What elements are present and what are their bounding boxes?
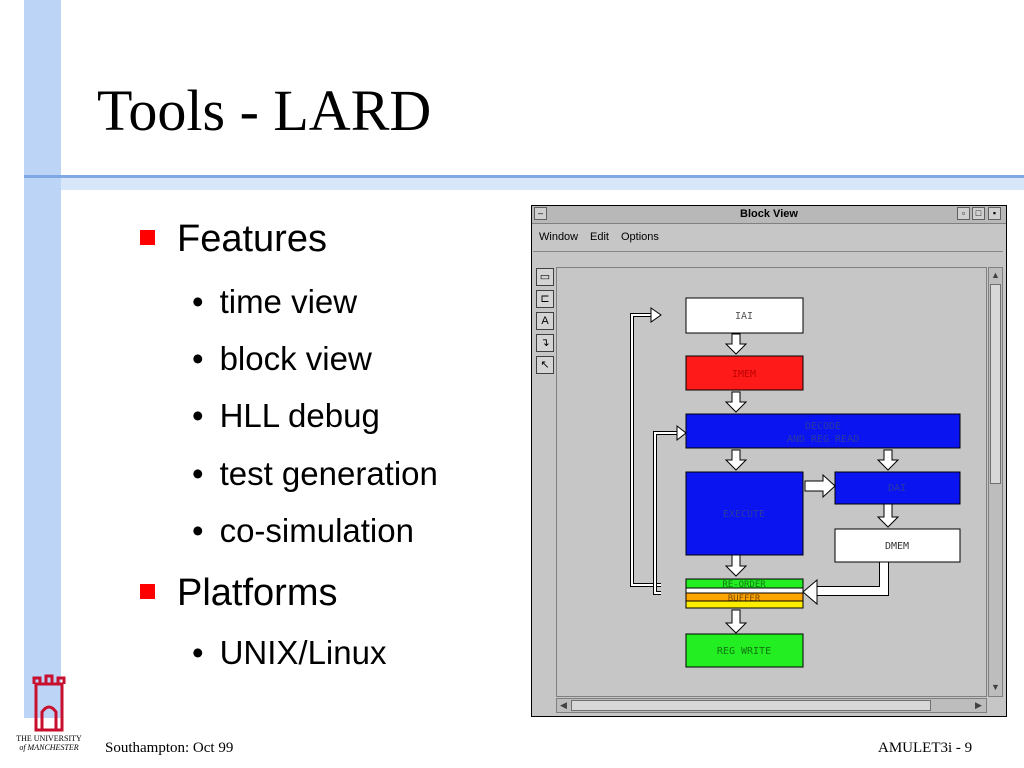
maximize-icon[interactable]: □	[972, 207, 985, 220]
arrow-decode-execute	[724, 449, 748, 471]
menu-bar: Window Edit Options	[533, 225, 1003, 252]
list-item: • time view	[192, 283, 357, 321]
bullet-dot-icon: •	[192, 512, 204, 549]
block-imem[interactable]	[685, 355, 804, 391]
university-crest-icon	[32, 674, 66, 732]
slide-title: Tools - LARD	[97, 78, 432, 143]
crest-tower	[34, 682, 64, 732]
crest-arch	[40, 705, 58, 730]
scroll-up-icon[interactable]: ▲	[991, 270, 1000, 280]
pointer-tool-icon[interactable]: ↖	[536, 356, 554, 374]
bullet-dot-icon: •	[192, 634, 204, 671]
route-tool-icon[interactable]: ↴	[536, 334, 554, 352]
horizontal-scrollbar[interactable]: ◀ ▶	[556, 698, 987, 713]
list-item: • HLL debug	[192, 397, 380, 435]
connect-tool-icon[interactable]: ⊏	[536, 290, 554, 308]
arrow-execute-dai	[804, 473, 836, 499]
arrow-into-decode	[676, 424, 687, 442]
rect-tool-icon[interactable]: ▭	[536, 268, 554, 286]
feedback-wire-inner	[653, 431, 681, 595]
scroll-right-icon[interactable]: ▶	[975, 700, 982, 710]
scroll-down-icon[interactable]: ▼	[991, 682, 1000, 692]
block-buffer-label: BUFFER	[728, 594, 761, 604]
feedback-wire-outer	[631, 314, 661, 586]
block-dai-label: DAI	[888, 483, 906, 494]
block-dmem[interactable]	[834, 528, 961, 563]
arrow-decode-dai	[876, 449, 900, 471]
block-imem-label: IMEM	[732, 369, 756, 380]
block-decode-label-2: AND REG READ	[787, 434, 859, 445]
menu-options[interactable]: Options	[621, 231, 659, 243]
crest-battlements	[32, 674, 66, 684]
arrow-execute-reorder	[724, 553, 748, 577]
university-logo-text: THE UNIVERSITY of MANCHESTER	[14, 734, 84, 752]
bullet-dot-icon: •	[192, 397, 204, 434]
list-item-text: block view	[219, 340, 372, 377]
wire-dmem-buffer	[815, 562, 888, 595]
footer-left: Southampton: Oct 99	[105, 740, 234, 756]
arrow-dai-dmem	[876, 502, 900, 528]
logo-line-2: of MANCHESTER	[19, 743, 79, 752]
block-dmem-label: DMEM	[885, 541, 909, 552]
iconify-icon[interactable]: ▫	[957, 207, 970, 220]
block-reorder-label: RE-ORDER	[722, 580, 766, 590]
section-features: Features	[140, 218, 327, 261]
list-item-text: HLL debug	[219, 397, 380, 434]
arrow-iai-imem	[724, 333, 748, 355]
list-item-text: time view	[219, 283, 358, 320]
menu-edit[interactable]: Edit	[590, 231, 609, 243]
list-item-text: UNIX/Linux	[219, 634, 387, 671]
list-item-text: co-simulation	[219, 512, 414, 549]
block-execute[interactable]	[685, 471, 804, 556]
list-item: • UNIX/Linux	[192, 634, 386, 672]
text-tool-icon[interactable]: A	[536, 312, 554, 330]
red-square-bullet-icon	[140, 230, 155, 246]
red-square-bullet-icon	[140, 584, 155, 600]
block-regwrite[interactable]	[685, 633, 804, 668]
block-reorder-white	[685, 587, 804, 594]
arrow-imem-decode	[724, 391, 748, 413]
list-item: • co-simulation	[192, 512, 414, 550]
section-label: Features	[177, 218, 327, 260]
window-titlebar[interactable]: – Block View ▫ □ ▪	[532, 206, 1006, 224]
bullet-dot-icon: •	[192, 283, 204, 320]
window-title: Block View	[740, 208, 798, 220]
title-divider	[24, 175, 1024, 178]
arrow-buffer-regwrite	[724, 609, 748, 634]
feedback-wire-inner	[654, 432, 681, 594]
wire-dmem-buffer	[815, 562, 889, 596]
list-item: • test generation	[192, 455, 438, 493]
scroll-left-icon[interactable]: ◀	[560, 700, 567, 710]
logo-line-1: THE UNIVERSITY	[16, 734, 82, 743]
horizontal-scroll-thumb[interactable]	[571, 700, 931, 711]
block-diagram: IAI IMEM DECODE AND REG READ EXECUTE DAI…	[630, 297, 961, 668]
bullet-dot-icon: •	[192, 340, 204, 377]
vertical-scroll-thumb[interactable]	[990, 284, 1001, 484]
title-divider-shadow	[61, 178, 1024, 190]
bullet-dot-icon: •	[192, 455, 204, 492]
menu-window[interactable]: Window	[539, 231, 579, 243]
block-regwrite-label: REG WRITE	[717, 646, 771, 657]
block-decode[interactable]	[685, 413, 961, 449]
block-execute-label: EXECUTE	[723, 509, 765, 520]
block-dai[interactable]	[834, 471, 961, 505]
footer-right: AMULET3i - 9	[878, 740, 973, 756]
arrow-into-iai	[650, 307, 662, 323]
block-decode-label: DECODE	[805, 421, 841, 432]
block-iai[interactable]	[685, 297, 804, 334]
flow-arrows	[724, 333, 900, 634]
block-canvas[interactable]: IAI IMEM DECODE AND REG READ EXECUTE DAI…	[556, 267, 987, 697]
list-item: • block view	[192, 340, 372, 378]
close-icon[interactable]: ▪	[988, 207, 1001, 220]
section-platforms: Platforms	[140, 572, 337, 615]
arrow-into-buffer	[802, 578, 818, 606]
vertical-scrollbar[interactable]: ▲ ▼	[988, 267, 1003, 697]
list-item-text: test generation	[219, 455, 438, 492]
section-label: Platforms	[177, 572, 338, 614]
block-iai-label: IAI	[735, 311, 753, 322]
block-buffer-yellow	[685, 600, 804, 609]
block-view-window: – Block View ▫ □ ▪ Window Edit Options ▭…	[531, 205, 1007, 717]
window-menu-icon[interactable]: –	[534, 207, 547, 220]
left-accent-bar	[24, 0, 61, 718]
